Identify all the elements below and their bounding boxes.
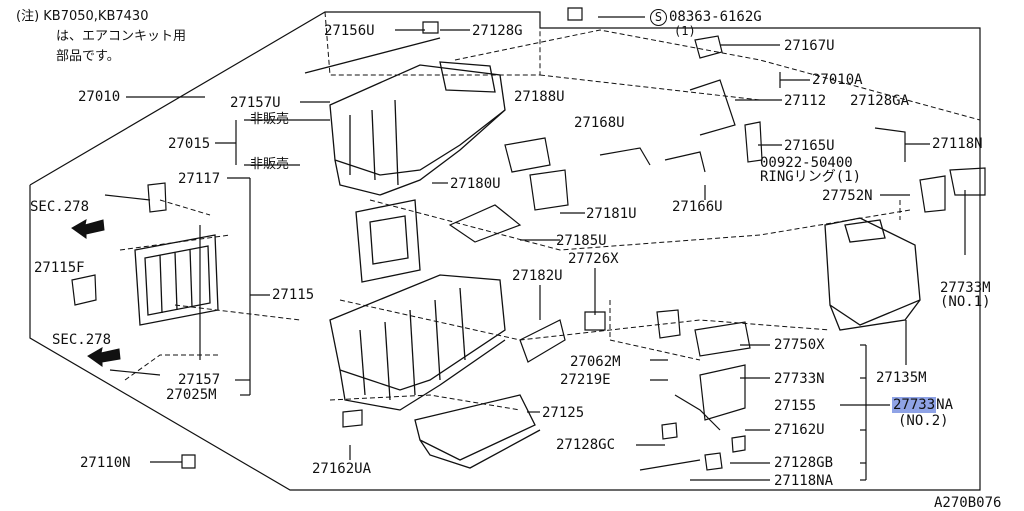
label-27117: 27117 (178, 171, 221, 187)
label-27162UA: 27162UA (312, 461, 372, 477)
label-27010: 27010 (78, 89, 121, 105)
assembly-frame (29, 11, 981, 491)
label-27733N: 27733N (774, 371, 825, 387)
label-27115F: 27115F (34, 260, 85, 276)
label-27750X: 27750X (774, 337, 825, 353)
door-panel (355, 199, 421, 283)
label-27733M: 27733M (940, 280, 991, 296)
label-27010A: 27010A (812, 72, 863, 88)
note-line-1: (注) KB7050,KB7430 (16, 9, 149, 24)
label-27155: 27155 (774, 398, 817, 414)
label-27181U: 27181U (586, 206, 637, 222)
label-sec278-top: SEC.278 (30, 199, 90, 215)
label-27165U: 27165U (784, 138, 835, 154)
floor-duct (414, 394, 541, 469)
label-27733NA: 27733NA (892, 397, 954, 413)
side-duct (824, 217, 921, 331)
screw-circle-icon: S (650, 9, 667, 26)
label-27185U: 27185U (556, 233, 607, 249)
label-27128GC: 27128GC (556, 437, 616, 453)
label-not-sold-1: 非販売 (250, 112, 290, 127)
label-27168U: 27168U (574, 115, 625, 131)
label-ring: RINGリング(1) (760, 169, 862, 185)
sec-arrows (71, 219, 121, 367)
label-27162U: 27162U (774, 422, 825, 438)
label-27219E: 27219E (560, 372, 611, 388)
label-08363-qty: (1) (674, 24, 696, 38)
label-27118N: 27118N (932, 136, 983, 152)
label-27157: 27157 (178, 372, 221, 388)
label-27125: 27125 (542, 405, 585, 421)
arrow-left-icon (71, 219, 105, 239)
label-not-sold-2: 非販売 (250, 157, 290, 172)
label-27128G: 27128G (472, 23, 523, 39)
arrow-left-icon (87, 347, 121, 367)
label-27025M: 27025M (166, 387, 217, 403)
small-parts (71, 7, 986, 471)
label-27118NA: 27118NA (774, 473, 834, 489)
label-00922-50400: 00922-50400 (760, 155, 853, 171)
label-27167U: 27167U (784, 38, 835, 54)
label-27135M: 27135M (876, 370, 927, 386)
heater-unit-upper-case (304, 37, 506, 196)
note-line-3: 部品です。 (56, 49, 120, 64)
label-27110N: 27110N (80, 455, 131, 471)
label-27128GB: 27128GB (774, 455, 834, 471)
label-27112: 27112 (784, 93, 827, 109)
label-27166U: 27166U (672, 199, 723, 215)
label-27182U: 27182U (512, 268, 563, 284)
label-sec278-bottom: SEC.278 (52, 332, 112, 348)
drawing-code: A270B076 (934, 495, 1002, 511)
label-27062M: 27062M (570, 354, 621, 370)
label-27128GA: 27128GA (850, 93, 910, 109)
heater-core (134, 234, 219, 326)
label-27015: 27015 (168, 136, 211, 152)
label-27180U: 27180U (450, 176, 501, 192)
label-27188U: 27188U (514, 89, 565, 105)
label-27157U: 27157U (230, 95, 281, 111)
label-27733NA-sub: (NO.2) (898, 413, 949, 429)
note-line-2: は、エアコンキット用 (56, 29, 187, 44)
label-27115: 27115 (272, 287, 315, 303)
label-27156U: 27156U (324, 23, 375, 39)
label-27733M-sub: (NO.1) (940, 294, 991, 310)
label-27726X: 27726X (568, 251, 619, 267)
heater-unit-lower-case (329, 274, 506, 411)
label-27752N: 27752N (822, 188, 873, 204)
